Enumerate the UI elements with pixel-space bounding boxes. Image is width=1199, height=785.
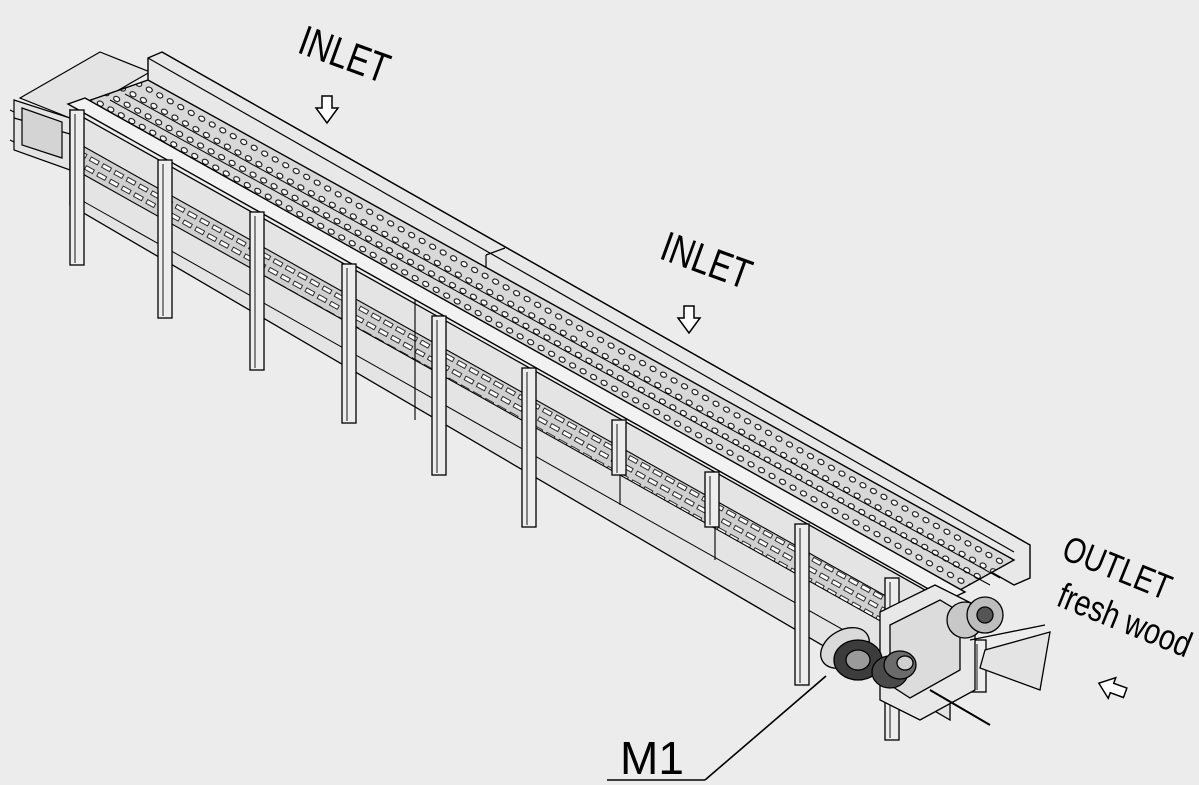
motor-m1 xyxy=(820,627,917,689)
outlet-arrow-icon xyxy=(1097,676,1128,701)
motor-label: M1 xyxy=(620,732,684,784)
chain-bed xyxy=(83,79,1016,591)
support-leg xyxy=(611,419,627,476)
support-leg xyxy=(249,211,265,371)
drive-head xyxy=(879,584,1051,726)
front-top-rail xyxy=(66,97,967,601)
conveyor-tail-end xyxy=(9,51,152,171)
motor-leader-line xyxy=(607,675,827,781)
down-arrow-icon xyxy=(314,95,340,125)
support-leg xyxy=(341,263,357,424)
support-leg xyxy=(431,315,447,476)
support-legs xyxy=(69,109,987,741)
support-leg xyxy=(704,471,720,528)
down-arrow-icon xyxy=(676,305,702,335)
support-leg xyxy=(69,109,85,266)
support-leg xyxy=(157,159,173,319)
support-leg xyxy=(521,367,537,528)
support-leg xyxy=(794,523,810,686)
front-slotted-rail xyxy=(71,139,951,661)
inlet-label-right: INLET xyxy=(655,222,758,298)
inlet-label-left: INLET xyxy=(293,16,396,92)
front-side-frame xyxy=(69,108,951,722)
